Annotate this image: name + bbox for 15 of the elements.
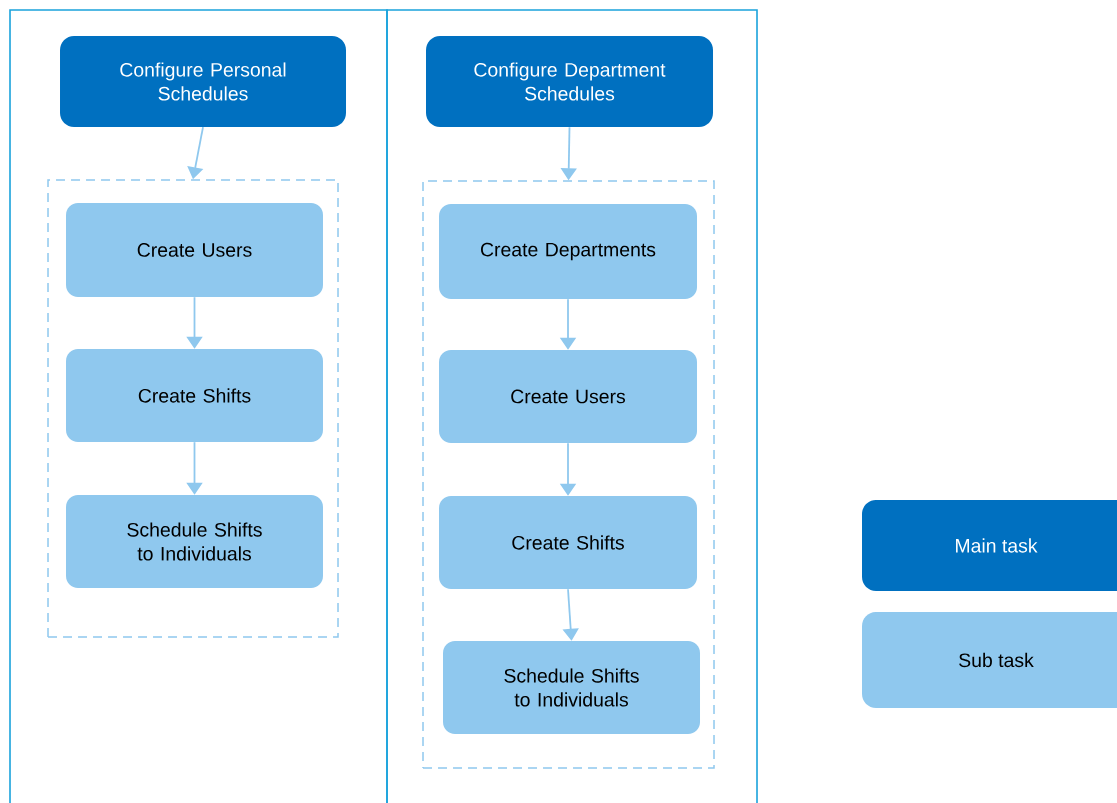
legend-box: Sub task [862,612,1117,708]
sub-task-box: Create Users [439,350,697,443]
main-task-box: Configure Department Schedules [426,36,713,127]
dashed-group-box [47,179,339,638]
legend-box: Main task [862,500,1117,591]
sub-task-box: Create Shifts [66,349,323,442]
sub-task-box: Create Shifts [439,496,697,589]
sub-task-box: Create Departments [439,204,697,299]
sub-task-box: Schedule Shifts to Individuals [443,641,700,734]
dashed-group-box [422,180,715,769]
sub-task-box: Create Users [66,203,323,297]
panel [386,9,758,803]
main-task-box: Configure Personal Schedules [60,36,346,127]
sub-task-box: Schedule Shifts to Individuals [66,495,323,588]
panel [9,9,388,803]
